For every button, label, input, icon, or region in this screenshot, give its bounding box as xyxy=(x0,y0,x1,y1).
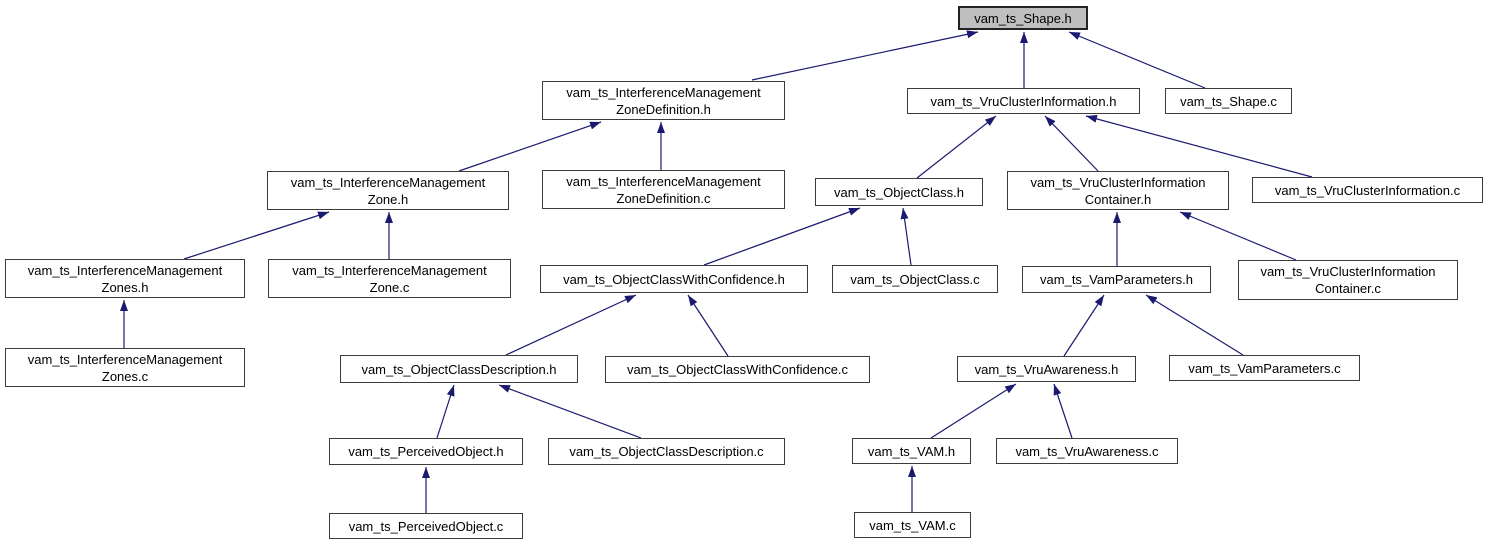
node-vam-ts-vru-cluster-information-h[interactable]: vam_ts_VruClusterInformation.h xyxy=(907,88,1140,114)
edge-ocd-c-to-ocd-h xyxy=(498,384,642,439)
node-vam-ts-object-class-h[interactable]: vam_ts_ObjectClass.h xyxy=(815,178,983,206)
edge-oc-c-to-oc-h xyxy=(900,207,912,266)
node-vam-ts-vam-parameters-c[interactable]: vam_ts_VamParameters.c xyxy=(1169,355,1360,381)
node-vam-ts-shape-c[interactable]: vam_ts_Shape.c xyxy=(1165,88,1292,114)
node-vam-ts-object-class-description-h[interactable]: vam_ts_ObjectClassDescription.h xyxy=(340,355,578,383)
node-vam-ts-object-class-description-c[interactable]: vam_ts_ObjectClassDescription.c xyxy=(548,438,785,465)
edge-po-h-to-ocd-h xyxy=(436,384,455,439)
edge-vcic-h-to-vci-h xyxy=(1044,115,1099,172)
edge-imz-h-to-imzd-h xyxy=(458,121,602,172)
node-vam-ts-vam-c[interactable]: vam_ts_VAM.c xyxy=(854,512,971,538)
node-vam-ts-object-class-with-confidence-c[interactable]: vam_ts_ObjectClassWithConfidence.c xyxy=(605,356,870,383)
node-vam-ts-perceived-object-c[interactable]: vam_ts_PerceivedObject.c xyxy=(329,513,523,539)
edge-vp-c-to-vp-h xyxy=(1145,294,1244,356)
edge-shape-c-to-shape-h xyxy=(1068,31,1206,89)
edge-ocwc-c-to-ocwc-h xyxy=(687,294,729,357)
node-vam-ts-vam-h[interactable]: vam_ts_VAM.h xyxy=(852,438,971,464)
edge-ocd-h-to-ocwc-h xyxy=(505,294,637,356)
node-vam-ts-object-class-with-confidence-h[interactable]: vam_ts_ObjectClassWithConfidence.h xyxy=(540,265,808,293)
edge-vam-h-to-va-h xyxy=(930,383,1017,439)
edge-ocwc-h-to-oc-h xyxy=(703,207,861,266)
edge-imzs-h-to-imz-h xyxy=(183,211,330,260)
edge-vci-c-to-vci-h xyxy=(1085,115,1313,178)
node-vam-ts-vru-cluster-information-c[interactable]: vam_ts_VruClusterInformation.c xyxy=(1252,177,1483,203)
edge-va-c-to-va-h xyxy=(1053,383,1073,439)
node-vam-ts-perceived-object-h[interactable]: vam_ts_PerceivedObject.h xyxy=(329,438,523,465)
node-vam-ts-vam-parameters-h[interactable]: vam_ts_VamParameters.h xyxy=(1022,266,1211,293)
node-vam-ts-vru-awareness-h[interactable]: vam_ts_VruAwareness.h xyxy=(957,356,1136,382)
edge-oc-h-to-vci-h xyxy=(916,115,997,179)
node-vam-ts-shape-h[interactable]: vam_ts_Shape.h xyxy=(958,6,1088,30)
edge-va-h-to-vp-h xyxy=(1063,294,1105,357)
edge-imzd-h-to-shape-h xyxy=(751,30,979,81)
node-vam-ts-object-class-c[interactable]: vam_ts_ObjectClass.c xyxy=(832,265,998,293)
node-vam-ts-vru-awareness-c[interactable]: vam_ts_VruAwareness.c xyxy=(996,438,1178,464)
edge-vcic-c-to-vcic-h xyxy=(1179,211,1297,261)
